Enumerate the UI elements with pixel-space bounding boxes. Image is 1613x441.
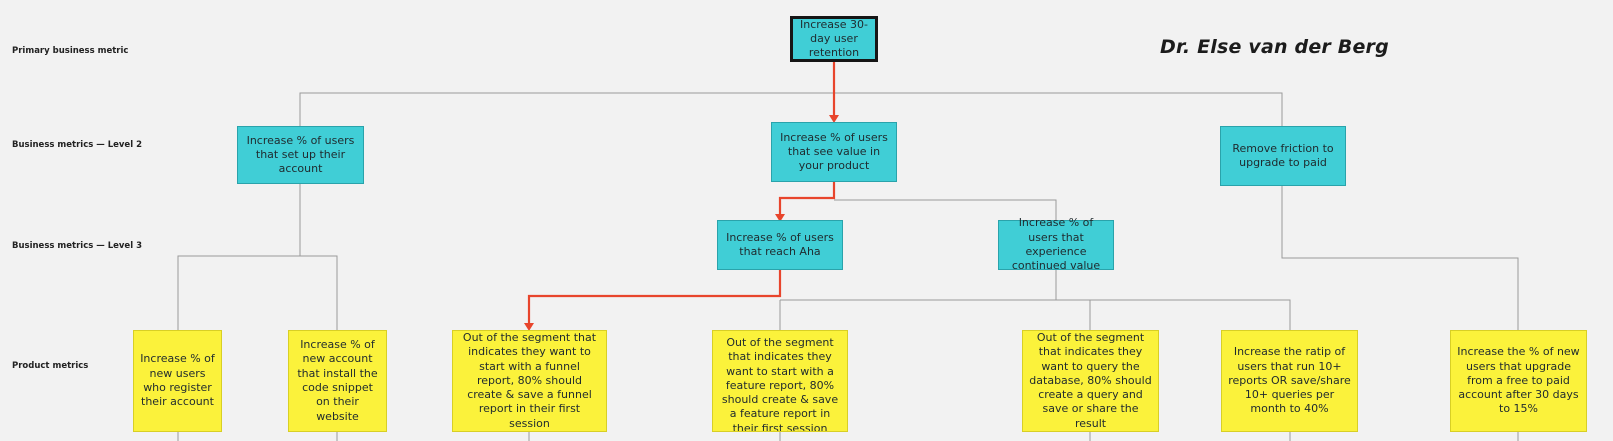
node-l2-setup[interactable]: Increase % of users that set up their ac…	[237, 126, 364, 184]
connector-setup-to-snippet	[300, 255, 338, 330]
node-l2-value[interactable]: Increase % of users that see value in yo…	[771, 122, 897, 182]
author-name: Dr. Else van der Berg	[1160, 36, 1389, 58]
row-label-product: Product metrics	[12, 361, 89, 371]
connector-root-to-setup	[299, 92, 834, 126]
row-label-primary: Primary business metric	[12, 46, 129, 56]
connector-continued-to-query	[1056, 299, 1091, 330]
sticky-snippet[interactable]: Increase % of new account that install t…	[288, 330, 387, 432]
node-root[interactable]: Increase 30-day user retention	[790, 16, 878, 62]
row-label-level2: Business metrics — Level 2	[12, 140, 142, 150]
sticky-register[interactable]: Increase % of new users who register the…	[133, 330, 222, 432]
highlight-value-to-aha	[778, 182, 836, 217]
connector-setup-to-register	[177, 255, 300, 330]
highlight-aha-to-funnel	[527, 270, 782, 326]
sticky-feature[interactable]: Out of the segment that indicates they w…	[712, 330, 848, 432]
connector-root-to-friction	[834, 92, 1283, 126]
connector-friction-to-upgrade	[1281, 186, 1519, 330]
row-label-level3: Business metrics — Level 3	[12, 241, 142, 251]
sticky-funnel[interactable]: Out of the segment that indicates they w…	[452, 330, 607, 432]
node-l3-aha[interactable]: Increase % of users that reach Aha	[717, 220, 843, 270]
sticky-query[interactable]: Out of the segment that indicates they w…	[1022, 330, 1159, 432]
node-l2-friction[interactable]: Remove friction to upgrade to paid	[1220, 126, 1346, 186]
sticky-ratio[interactable]: Increase the ratip of users that run 10+…	[1221, 330, 1358, 432]
connector-value-to-continued	[834, 199, 1057, 220]
sticky-upgrade[interactable]: Increase the % of new users that upgrade…	[1450, 330, 1587, 432]
connector-continued-to-ratio	[1090, 299, 1291, 330]
node-l3-continued[interactable]: Increase % of users that experience cont…	[998, 216, 1114, 272]
